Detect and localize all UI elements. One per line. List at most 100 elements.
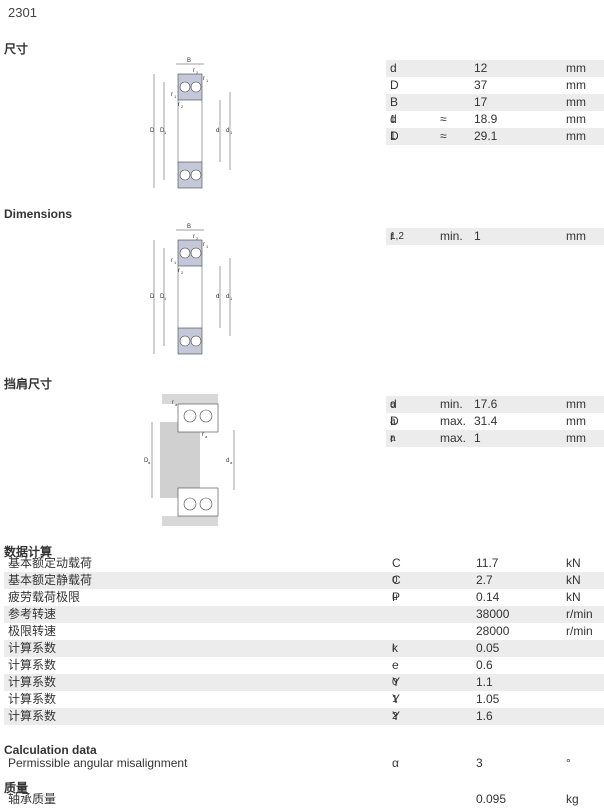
calc-label: 基本额定静载荷 xyxy=(8,573,93,587)
svg-text:1: 1 xyxy=(174,260,177,265)
svg-text:r: r xyxy=(178,268,180,274)
param-value: 17.6 xyxy=(474,397,498,411)
svg-text:r: r xyxy=(171,258,173,264)
param-unit: mm xyxy=(566,229,586,243)
label-ra: r xyxy=(172,400,174,406)
svg-text:2: 2 xyxy=(196,70,199,75)
svg-text:r: r xyxy=(193,68,195,74)
calc-value: 11.7 xyxy=(476,556,499,570)
svg-text:a: a xyxy=(230,460,233,465)
svg-text:D: D xyxy=(150,128,155,134)
svg-text:2: 2 xyxy=(196,236,199,241)
svg-text:1: 1 xyxy=(206,244,209,249)
param-unit: mm xyxy=(566,112,586,126)
svg-text:1: 1 xyxy=(174,94,177,99)
misalignment-value: 3 xyxy=(476,756,483,770)
misalignment-unit: ° xyxy=(566,756,571,770)
calc-label: 计算系数 xyxy=(8,641,57,655)
svg-text:2: 2 xyxy=(181,270,184,275)
abutment-drawing: D a d a r a r a xyxy=(144,394,235,526)
param-unit: mm xyxy=(566,129,586,143)
param-qualifier: ≈ xyxy=(440,129,447,143)
calc-value: 38000 xyxy=(476,607,510,621)
svg-text:d: d xyxy=(226,128,229,134)
calc-value: 2.7 xyxy=(476,573,493,587)
misalignment-label: Permissible angular misalignment xyxy=(8,756,188,770)
svg-text:a: a xyxy=(175,402,178,407)
calc-unit: kN xyxy=(566,573,581,587)
param-qualifier: ≈ xyxy=(440,112,447,126)
param-qualifier: min. xyxy=(440,229,463,243)
calc-label: 计算系数 xyxy=(8,692,57,706)
param-qualifier: min. xyxy=(440,397,463,411)
calc-unit: kN xyxy=(566,590,581,604)
svg-text:2: 2 xyxy=(181,104,184,109)
calc-label: 疲劳载荷极限 xyxy=(8,590,81,604)
calc-unit: r/min xyxy=(566,607,593,621)
param-value: 31.4 xyxy=(474,414,498,428)
param-qualifier: max. xyxy=(440,431,467,445)
param-qualifier: max. xyxy=(440,414,467,428)
svg-text:B: B xyxy=(187,224,191,230)
section-calc-en: Calculation data xyxy=(4,743,97,757)
param-unit: mm xyxy=(566,61,586,75)
param-value: 12 xyxy=(474,61,488,75)
svg-text:r: r xyxy=(202,432,204,438)
misalignment-row: Permissible angular misalignment α 3 ° xyxy=(4,755,604,772)
svg-text:a: a xyxy=(205,434,208,439)
param-unit: mm xyxy=(566,78,586,92)
svg-text:D: D xyxy=(160,294,165,300)
svg-text:B: B xyxy=(187,58,191,64)
calc-value: 0.14 xyxy=(476,590,500,604)
section-dimensions-en: Dimensions xyxy=(4,207,73,221)
param-value: 17 xyxy=(474,95,488,109)
calc-label: 基本额定动载荷 xyxy=(8,556,93,570)
calc-unit: r/min xyxy=(566,624,593,638)
calc-value: 1.6 xyxy=(476,709,493,723)
section-dimensions-cn: 尺寸 xyxy=(4,42,29,56)
svg-text:1: 1 xyxy=(230,130,233,135)
calc-label: 计算系数 xyxy=(8,658,57,672)
svg-text:r: r xyxy=(203,242,205,248)
mass-label: 轴承质量 xyxy=(8,792,57,806)
svg-text:r: r xyxy=(171,92,173,98)
calc-value: 28000 xyxy=(476,624,510,638)
misalignment-symbol: α xyxy=(392,756,399,770)
param-unit: mm xyxy=(566,95,586,109)
page-title: 2301 xyxy=(8,5,37,20)
calc-label: 计算系数 xyxy=(8,675,57,689)
param-value: 29.1 xyxy=(474,129,498,143)
svg-text:d: d xyxy=(216,128,219,134)
param-value: 37 xyxy=(474,78,488,92)
svg-text:1: 1 xyxy=(164,130,167,135)
section-calc-cn: 数据计算 xyxy=(4,545,53,559)
svg-text:D: D xyxy=(160,128,165,134)
svg-text:1: 1 xyxy=(206,78,209,83)
svg-text:1: 1 xyxy=(164,296,167,301)
label-Da: D xyxy=(144,458,149,464)
param-value: 1 xyxy=(474,431,481,445)
calc-label: 计算系数 xyxy=(8,709,57,723)
